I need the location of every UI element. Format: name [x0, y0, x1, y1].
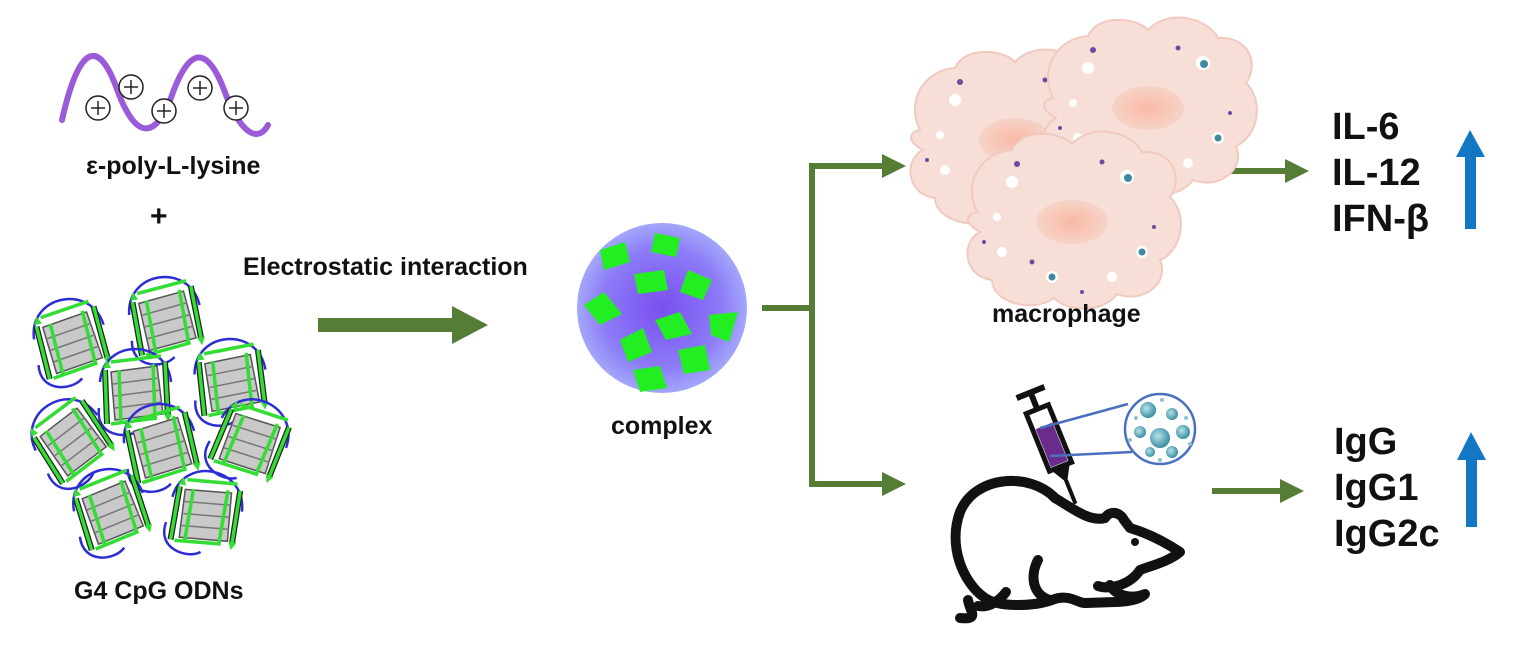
plus-sign: +	[150, 200, 168, 233]
antibody-igg: IgG	[1334, 421, 1398, 463]
macrophage-cells-icon	[909, 16, 1258, 310]
complex-label: complex	[611, 412, 713, 440]
antibody-igg2c: IgG2c	[1334, 513, 1440, 555]
cpg-label: G4 CpG ODNs	[74, 577, 244, 605]
antibody-list: IgG IgG1 IgG2c	[1334, 419, 1440, 557]
mouse-eye	[1131, 538, 1139, 546]
cytokine-il12: IL-12	[1332, 152, 1421, 194]
macrophage-label: macrophage	[992, 300, 1141, 328]
g4-quadruplex-icon	[18, 272, 301, 563]
mouse-icon	[950, 475, 1185, 624]
process-label: Electrostatic interaction	[243, 253, 528, 281]
cytokine-ifnb: IFN-β	[1332, 198, 1430, 240]
syringe-icon	[1015, 384, 1133, 505]
up-arrow-icon	[1456, 130, 1485, 229]
cytokine-list: IL-6 IL-12 IFN-β	[1332, 104, 1429, 242]
particles-magnified-icon	[1123, 392, 1197, 466]
up-arrow-icon-2	[1457, 432, 1486, 527]
antibody-igg1: IgG1	[1334, 467, 1419, 509]
cytokine-il6: IL-6	[1332, 106, 1400, 148]
polylysine-icon	[59, 53, 271, 137]
polylysine-label: ε-poly-L-lysine	[86, 152, 261, 180]
process-arrow	[318, 306, 488, 344]
nanoparticle-complex-icon	[577, 223, 747, 393]
